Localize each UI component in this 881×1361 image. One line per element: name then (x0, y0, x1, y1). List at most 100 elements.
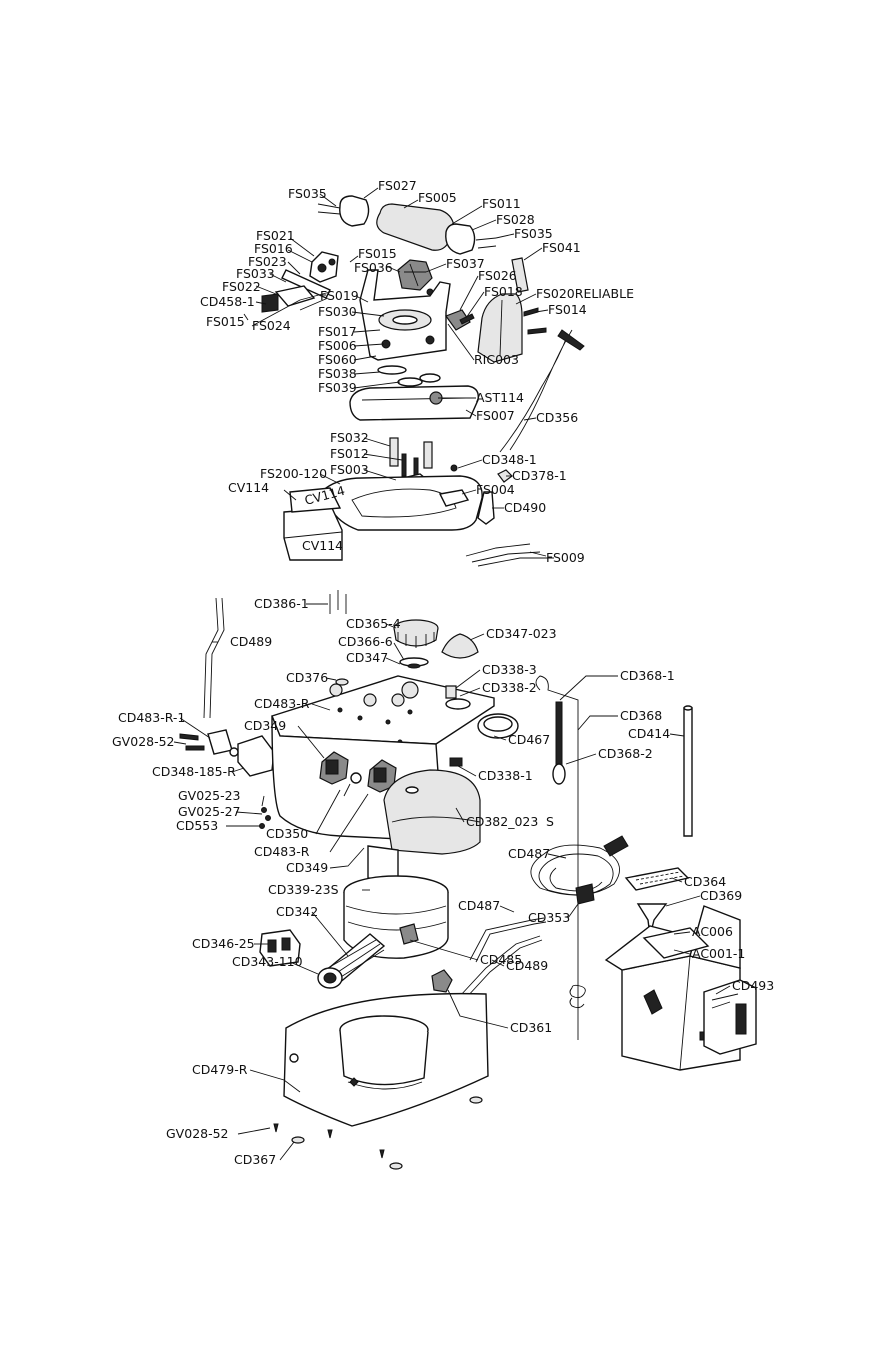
steam-elbow (477, 491, 495, 525)
label-fs020: FS020RELIABLE (536, 286, 634, 301)
label-fs041: FS041 (542, 240, 581, 255)
label-cd467: CD467 (508, 732, 550, 747)
label-cd368-1: CD368-1 (620, 668, 675, 683)
terminal-block (445, 309, 471, 331)
iron-shell (349, 385, 479, 421)
coiled-cord (530, 844, 620, 896)
label-cd347: CD347 (346, 650, 388, 665)
label-cd343: CD343-110 (232, 954, 303, 969)
label-fs021: FS021 (256, 228, 295, 243)
label-cd342: CD342 (276, 904, 318, 919)
label-cd489-b: CD489 (506, 958, 548, 973)
label-cd361: CD361 (510, 1020, 552, 1035)
label-fs060: FS060 (318, 352, 357, 367)
label-fs200: FS200-120 (260, 466, 327, 481)
label-cd353: CD353 (528, 910, 570, 925)
part-labels: FS035 FS027 FS005 FS011 FS028 FS035 FS04… (112, 178, 774, 1167)
label-fs030: FS030 (318, 304, 357, 319)
handle-end-cap (339, 195, 370, 227)
label-fs036: FS036 (354, 260, 393, 275)
label-cd553: CD553 (176, 818, 218, 833)
label-cd386: CD386-1 (254, 596, 309, 611)
label-cd365: CD365-4 (346, 616, 401, 631)
label-cd339: CD339-23S (268, 882, 339, 897)
label-fs039: FS039 (318, 380, 357, 395)
label-gv028-b: GV028-52 (166, 1126, 229, 1141)
label-cd493: CD493 (732, 978, 774, 993)
leader-lines (173, 187, 731, 1161)
label-fs024: FS024 (252, 318, 291, 333)
filter-grate (624, 867, 690, 891)
level-rod (683, 707, 693, 837)
steam-pipe-left (203, 597, 225, 719)
label-ac001: AC001-1 (692, 946, 745, 961)
label-cd483-r-1: CD483-R-1 (118, 710, 185, 725)
label-fs023: FS023 (248, 254, 287, 269)
label-cd356: CD356 (536, 410, 578, 425)
label-cd485: CD485 (480, 952, 522, 967)
label-cd382: CD382_023 (466, 814, 538, 829)
label-ric003: RIC003 (474, 352, 519, 367)
label-cd483-r: CD483-R (254, 696, 310, 711)
label-fs015-b: FS015 (206, 314, 245, 329)
label-cd487-a: CD487 (508, 846, 550, 861)
label-cd368-2: CD368-2 (598, 746, 653, 761)
label-fs003: FS003 (330, 462, 369, 477)
steam-hose-lower (469, 917, 547, 963)
label-fs035-a: FS035 (288, 186, 327, 201)
label-fs019: FS019 (320, 288, 359, 303)
label-fs006: FS006 (318, 338, 357, 353)
label-cd490: CD490 (504, 500, 546, 515)
label-cd348: CD348-1 (482, 452, 537, 467)
label-fs022: FS022 (222, 279, 261, 294)
label-cd347-023: CD347-023 (486, 626, 557, 641)
label-fs027: FS027 (378, 178, 417, 193)
drain-valve (431, 969, 453, 993)
rear-cover (477, 293, 523, 363)
label-ac006: AC006 (692, 924, 733, 939)
label-gv025-27: GV025-27 (178, 804, 241, 819)
handle-grip (376, 203, 455, 251)
label-cd349-b: CD349 (286, 860, 328, 875)
label-cd346: CD346-25 (192, 936, 255, 951)
label-fs037: FS037 (446, 256, 485, 271)
level-probe (535, 675, 579, 1040)
label-cd487-b: CD487 (458, 898, 500, 913)
label-fs011: FS011 (482, 196, 521, 211)
label-cd414: CD414 (628, 726, 670, 741)
label-cd378: CD378-1 (512, 468, 567, 483)
iron-assembly: CV114 CV114 (261, 195, 585, 567)
label-cd338-2: CD338-2 (482, 680, 537, 695)
label-fs016: FS016 (254, 241, 293, 256)
pressure-switch (237, 735, 275, 777)
label-cd366: CD366-6 (338, 634, 393, 649)
label-fs038: FS038 (318, 366, 357, 381)
boiler-dome (383, 769, 481, 855)
label-cv114: CV114 (228, 480, 269, 495)
label-cd479-r: CD479-R (192, 1062, 248, 1077)
label-fs033: FS033 (236, 266, 275, 281)
label-fs007: FS007 (476, 408, 515, 423)
label-cd369: CD369 (700, 888, 742, 903)
label-fs026: FS026 (478, 268, 517, 283)
label-fs032: FS032 (330, 430, 369, 445)
label-fs015-a: FS015 (358, 246, 397, 261)
box-front-print: CV114 (302, 538, 343, 553)
label-cd338-3: CD338-3 (482, 662, 537, 677)
steam-station-assembly (179, 590, 757, 1170)
label-cd364: CD364 (684, 874, 726, 889)
label-cd348-185: CD348-185-R (152, 764, 236, 779)
label-fs017: FS017 (318, 324, 357, 339)
label-fs004: FS004 (476, 482, 515, 497)
label-fs012: FS012 (330, 446, 369, 461)
label-ast114: AST114 (476, 390, 524, 405)
label-cd350: CD350 (266, 826, 308, 841)
safety-valve-cover (441, 633, 479, 659)
handle-front-cap (445, 223, 476, 255)
label-fs005: FS005 (418, 190, 457, 205)
steam-tube (511, 257, 529, 293)
label-cd338-1: CD338-1 (478, 768, 533, 783)
temperature-knob (397, 259, 433, 291)
label-cd367: CD367 (234, 1152, 276, 1167)
